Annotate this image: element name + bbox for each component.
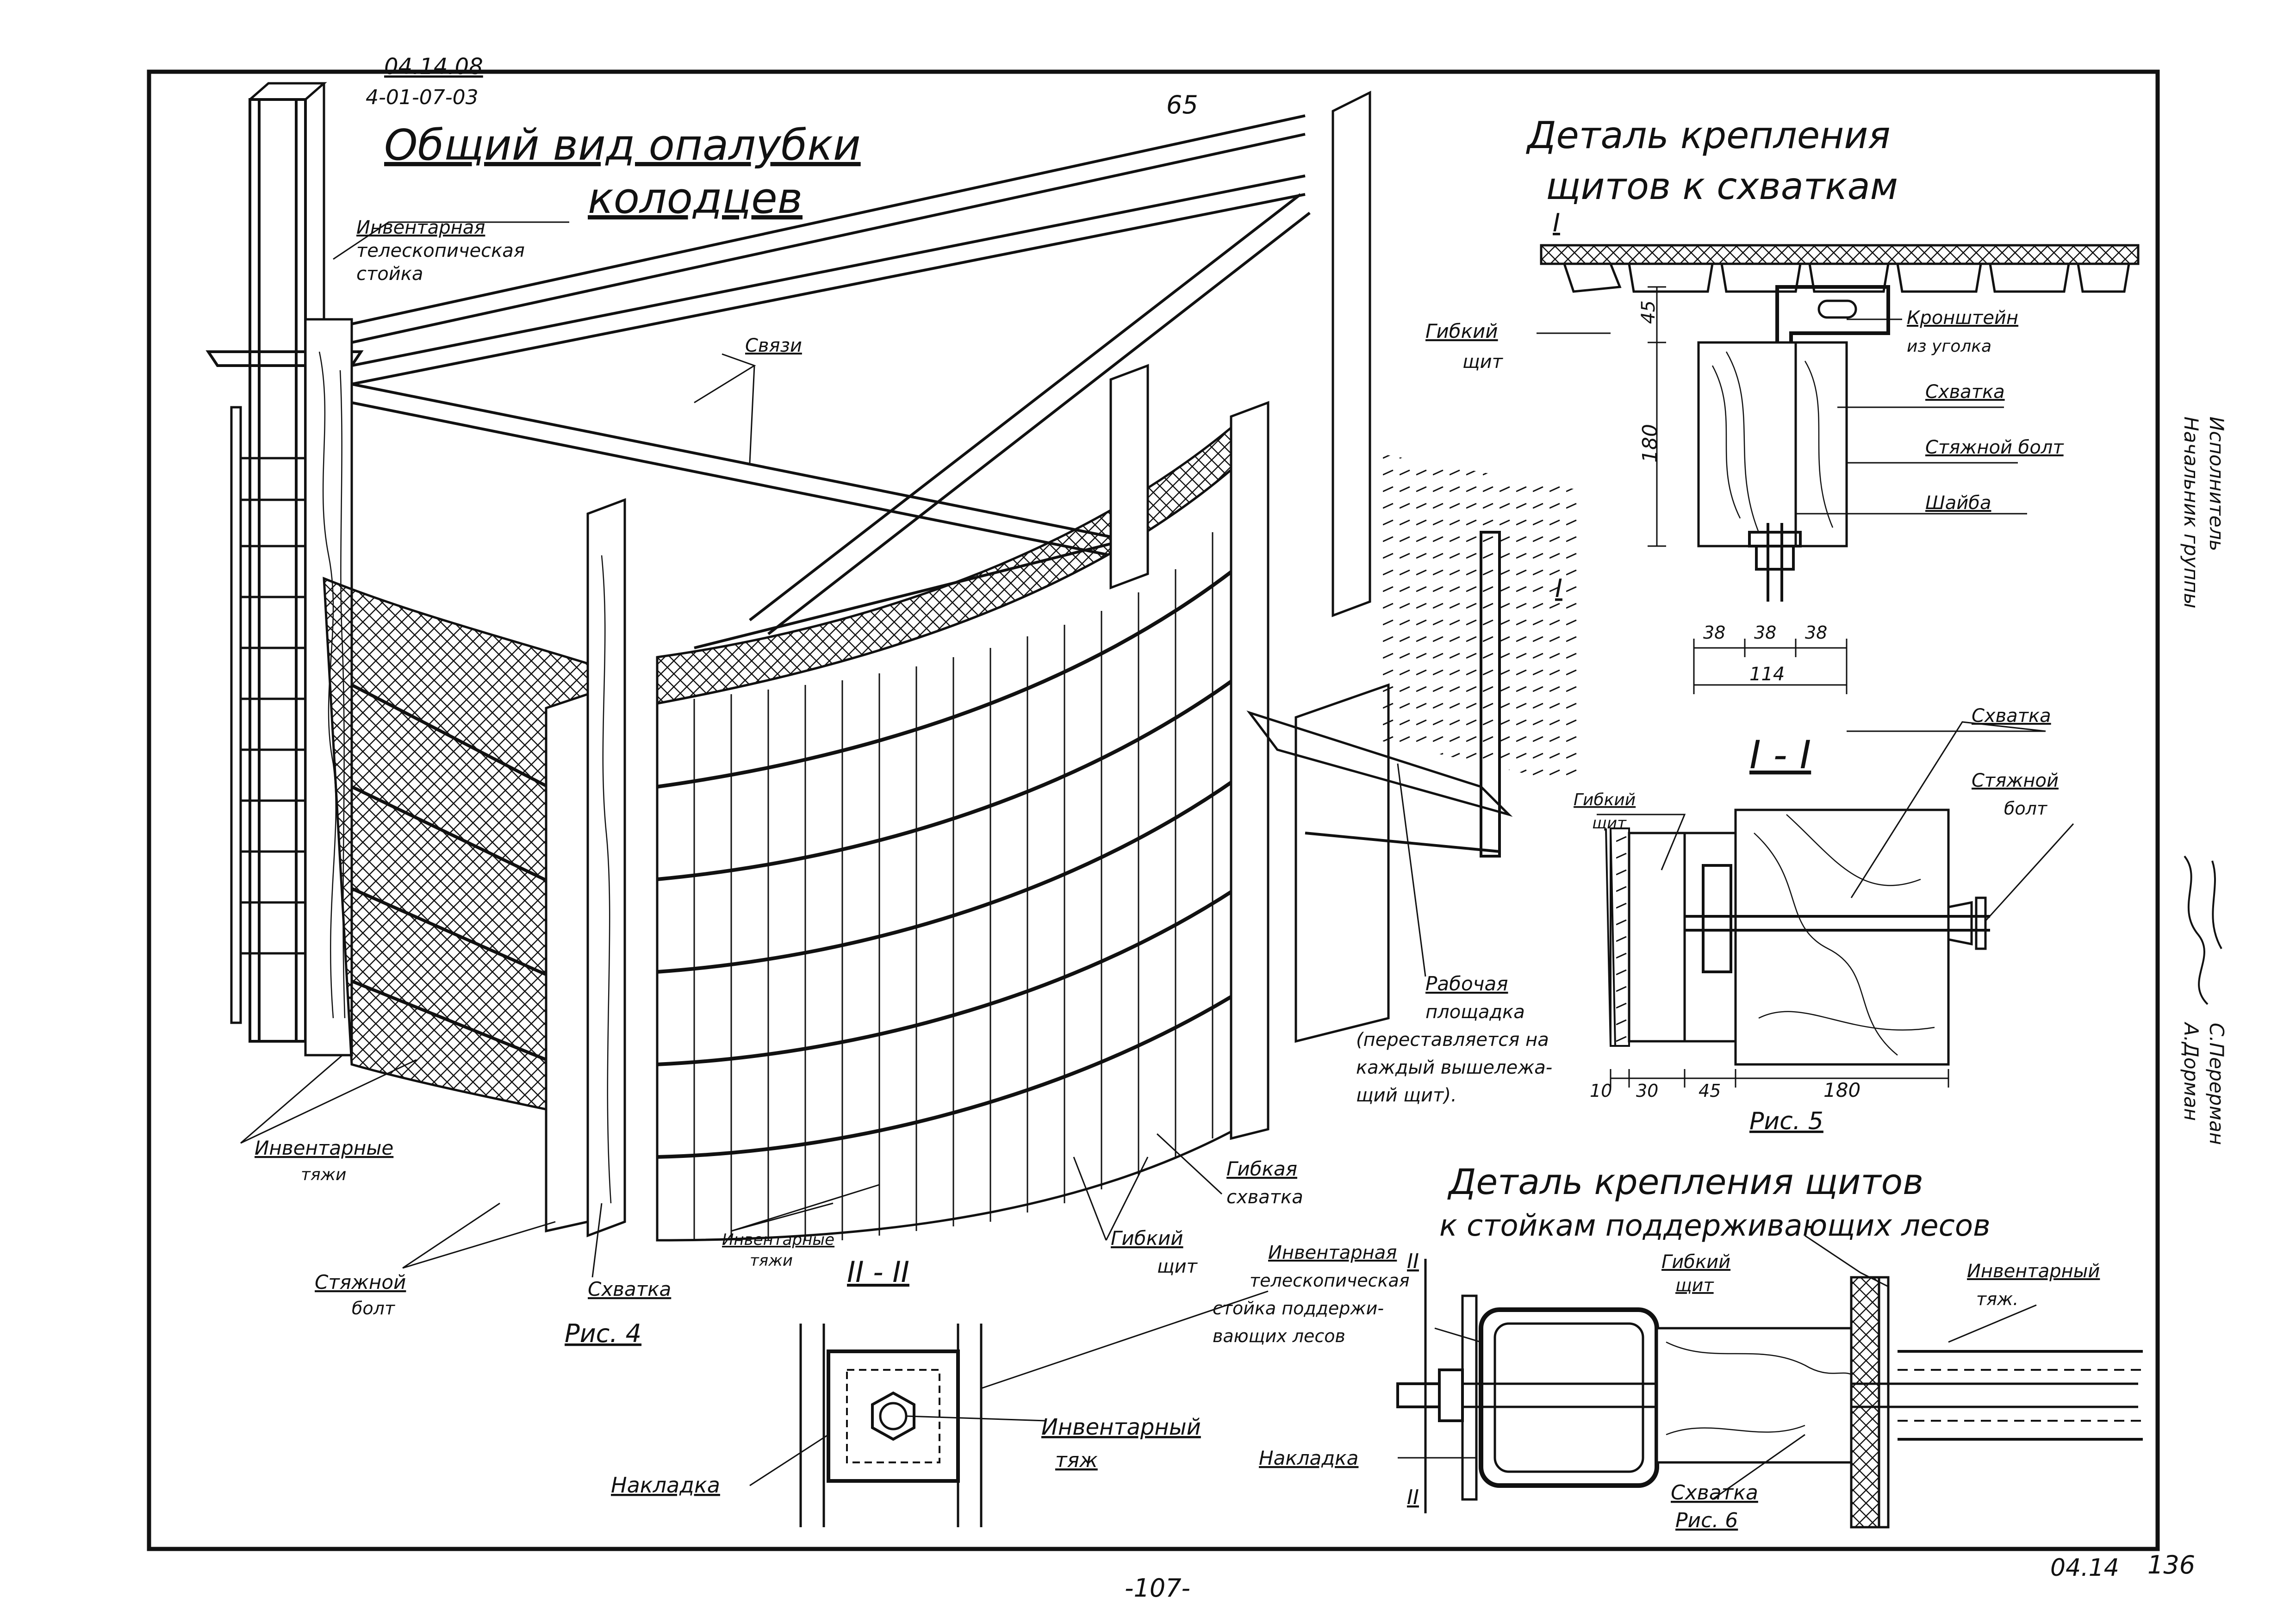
detail1-label-waler: Схватка [1925,381,2005,403]
stamp-name-1: А.Дорман [2180,1021,2203,1121]
dim-45-top: 45 [1638,300,1659,324]
footer-sheet: 136 [2147,1550,2195,1579]
detail2-section-mark-bottom: II [1407,1486,1419,1509]
section11-dim-45: 45 [1699,1081,1721,1101]
footer-page-center: -107- [1125,1573,1190,1603]
section11-dim-30: 30 [1636,1081,1658,1101]
main-title-line1: Общий вид опалубки [384,120,861,170]
dim-38a: 38 [1703,622,1725,643]
detail-panels-to-stands: Деталь крепления щитов к стойкам поддерж… [1213,1161,2143,1532]
dim-38c: 38 [1805,622,1827,643]
label-flexible-panel-1: Гибкий [1111,1227,1183,1250]
detail2-label-inventory-tie-1: Инвентарный [1967,1261,2100,1282]
label-flexible-panel-2: щит [1157,1256,1198,1277]
label-tie-bolt-2: болт [352,1298,396,1318]
label-work-platform-3: (переставляется на [1356,1029,1549,1051]
detail1-label-bracket-1: Кронштейн [1907,307,2018,329]
label-work-platform-2: площадка [1425,1001,1525,1023]
telescopic-stand-illustration [205,82,364,1057]
detail2-title-line1: Деталь крепления щитов [1447,1161,1923,1202]
detail2-label-stand-3: стойка поддержи- [1213,1298,1384,1318]
detail1-section-mark-top: I [1553,208,1560,237]
detail2-label-stand-4: вающих лесов [1213,1326,1345,1346]
label-flexible-waler-1: Гибкая [1226,1157,1297,1180]
main-title-line2: колодцев [588,174,803,223]
page-number-top: 65 [1166,90,1198,119]
label-inventory-ties-b1: Инвентарные [722,1231,834,1249]
stamp-role-1: Начальник группы [2180,417,2203,609]
section22-title: II - II [847,1255,909,1289]
section11-label-flexible-panel-2: щит [1592,814,1627,833]
section-2-2: II - II Накладка Инвентарный тяж [611,1255,1269,1527]
stamp-signatures [2184,855,2222,1005]
label-work-platform-5: щий щит). [1356,1085,1457,1106]
main-view: Общий вид опалубки колодцев [205,82,1583,1348]
detail2-label-flexible-panel-1: Гибкий [1661,1251,1730,1273]
detail2-label-stand-1: Инвентарная [1268,1242,1397,1263]
dim-180-top: 180 [1638,424,1662,463]
dim-114: 114 [1749,664,1785,685]
detail1-title-line2: щитов к схваткам [1546,165,1898,208]
section11-label-tie-bolt-1: Стяжной [1972,770,2059,791]
detail2-label-plate: Накладка [1259,1447,1358,1469]
detail2-label-inventory-tie-2: тяж. [1976,1289,2018,1309]
doc-ref-1: 04.14.08 [384,54,483,80]
detail2-title-line2: к стойкам поддерживающих лесов [1439,1209,1991,1243]
detail2-label-waler: Схватка [1671,1481,1758,1505]
section11-label-flexible-panel-1: Гибкий [1574,790,1636,809]
label-inventory-stand-line2: телескопическая [356,240,525,261]
section11-label-waler: Схватка [1972,705,2051,727]
detail1-label-tie-bolt: Стяжной болт [1925,437,2064,458]
section11-label-tie-bolt-2: болт [2004,798,2048,819]
detail-panels-to-walers: Деталь крепления щитов к схваткам I I 45… [1425,114,2140,694]
label-flexible-waler-2: схватка [1226,1187,1303,1208]
footer-code: 04.14 [2050,1554,2119,1582]
fig4-caption: Рис. 4 [565,1319,641,1348]
label-work-platform-1: Рабочая [1425,972,1508,995]
label-links: Связи [745,335,802,356]
detail1-title-line1: Деталь крепления [1526,114,1890,157]
detail2-section-mark-top: II [1407,1250,1419,1273]
section-1-1: I - I 10 30 45 180 Схватка Стяжной болт … [1574,705,2074,1135]
section22-label-inventory-tie-1: Инвентарный [1041,1414,1201,1440]
drawing-frame [147,69,2160,1551]
label-work-platform-4: каждый вышележа- [1356,1057,1552,1078]
section22-label-inventory-tie-2: тяж [1055,1449,1098,1472]
section11-dim-10: 10 [1590,1081,1612,1101]
detail1-label-bracket-2: из уголка [1907,337,1991,356]
detail2-label-flexible-panel-2: щит [1675,1275,1714,1295]
detail1-label-washer: Шайба [1925,492,1991,514]
section11-title: I - I [1749,732,1811,777]
detail2-label-stand-2: телескопическая [1250,1270,1410,1291]
label-inventory-ties-1: Инвентарные [255,1137,393,1159]
detail1-section-mark-side: I [1555,574,1562,603]
detail1-label-flexible-panel-2: щит [1462,351,1504,373]
fig5-caption: Рис. 5 [1749,1107,1823,1135]
label-waler: Схватка [588,1278,671,1300]
section11-dim-180: 180 [1823,1079,1860,1101]
doc-ref-2: 4-01-07-03 [366,86,479,109]
fig6-caption: Рис. 6 [1675,1509,1738,1532]
side-stamp: Начальник группы Исполнитель А.Дорман С.… [2180,417,2228,1145]
curved-panel-wall [656,451,1269,1242]
label-inventory-ties-b2: тяжи [750,1251,793,1270]
label-inventory-stand-line1: Инвентарная [356,217,485,238]
section22-label-plate: Накладка [611,1473,720,1498]
detail1-label-flexible-panel-1: Гибкий [1425,320,1498,342]
stamp-role-2: Исполнитель [2205,417,2228,551]
dim-38b: 38 [1754,622,1776,643]
label-tie-bolt-1: Стяжной [315,1271,406,1293]
label-inventory-ties-2: тяжи [301,1165,346,1184]
stamp-name-2: С.Перерман [2205,1023,2228,1145]
label-inventory-stand-line3: стойка [356,263,423,285]
